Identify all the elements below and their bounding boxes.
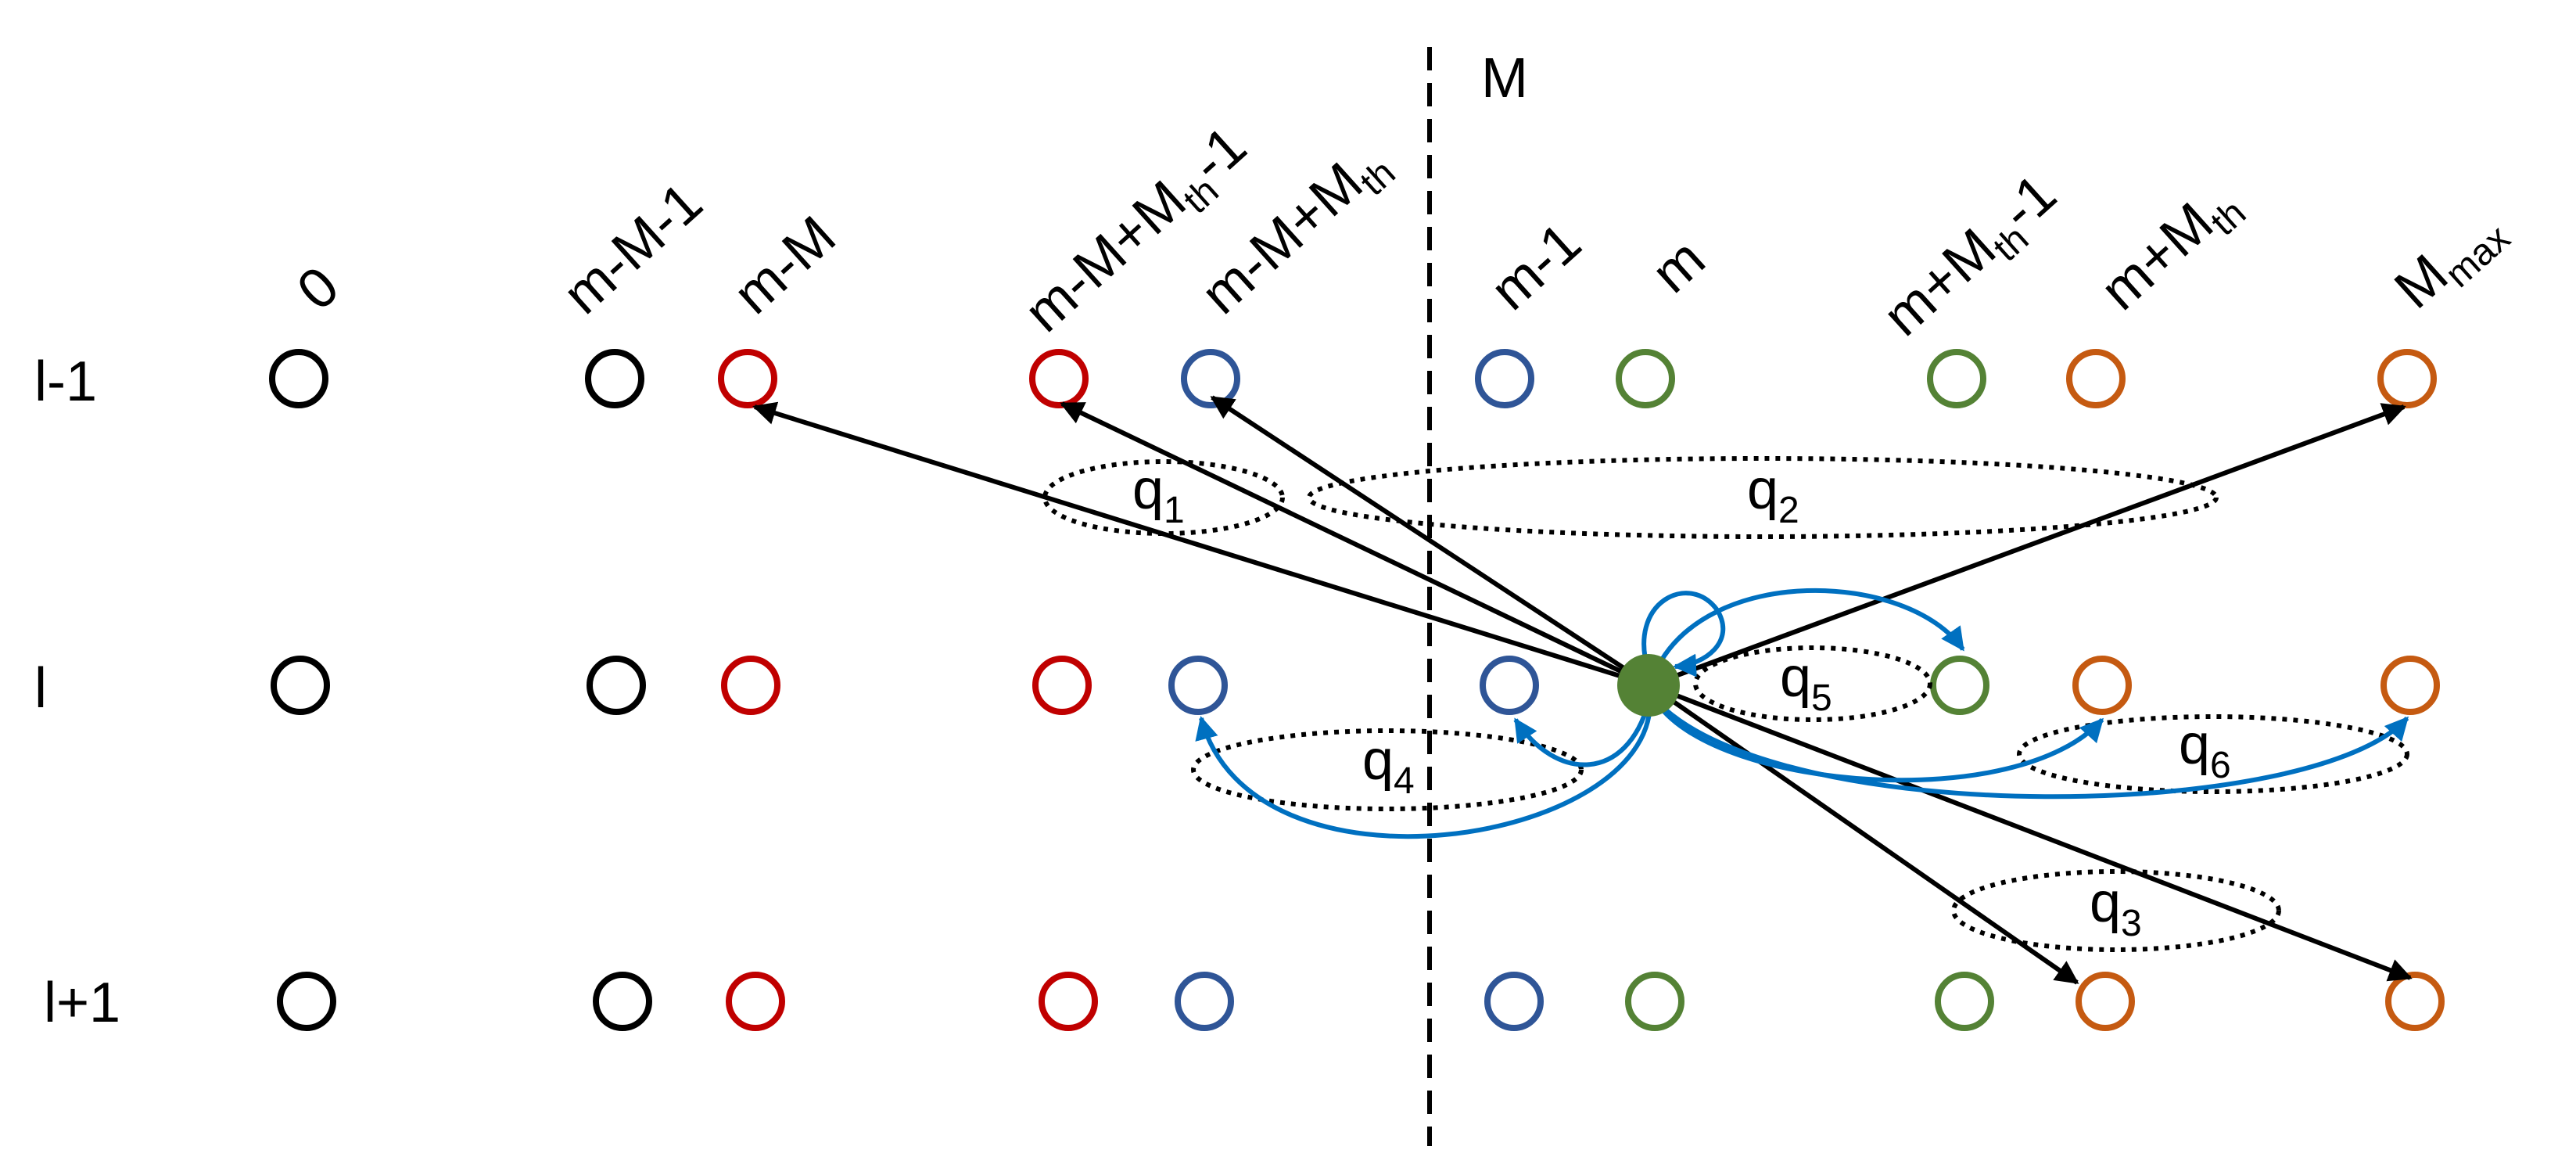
horizontal-transitions bbox=[1195, 588, 2409, 839]
state-node-mid-1 bbox=[587, 656, 646, 715]
arrow-to-top-Mmax bbox=[1649, 403, 2406, 688]
state-node-top-9 bbox=[2377, 349, 2437, 408]
arrow-to-top-m-M+Mth bbox=[1210, 395, 1652, 688]
column-label-m: m bbox=[1640, 227, 1717, 305]
row-label-mid: l bbox=[34, 657, 47, 720]
state-node-top-6 bbox=[1616, 349, 1675, 408]
group-label-q5: q5 bbox=[1780, 646, 1832, 719]
group-q6-ellipse bbox=[2017, 714, 2409, 794]
state-node-top-0 bbox=[269, 349, 328, 408]
group-label-q3: q3 bbox=[2090, 871, 2142, 944]
state-node-mid-4 bbox=[1168, 656, 1228, 715]
column-label-m-M: m-M bbox=[722, 204, 847, 326]
group-label-q6: q6 bbox=[2179, 713, 2231, 786]
arrow-to-m-M+Mth bbox=[1195, 702, 1652, 839]
group-ellipses bbox=[1042, 456, 2409, 952]
state-node-top-8 bbox=[2066, 349, 2126, 408]
current-state-node bbox=[1617, 654, 1680, 717]
arrow-to-m+Mth-1 bbox=[1652, 588, 1965, 674]
group-q4-ellipse bbox=[1191, 728, 1584, 811]
group-q5-ellipse bbox=[1693, 645, 1932, 722]
column-label-m+Mth: m+Mth bbox=[2089, 170, 2254, 329]
state-node-top-7 bbox=[1927, 349, 1986, 408]
state-node-mid-2 bbox=[721, 656, 780, 715]
state-node-top-2 bbox=[718, 349, 777, 408]
column-labels: 0 m-M-1 m-M m-M+Mth-1 m-M+Mth m-1 m m+Mt… bbox=[285, 114, 2518, 354]
group-q1-ellipse bbox=[1042, 459, 1285, 536]
group-label-q4: q4 bbox=[1362, 729, 1415, 802]
state-node-mid-7 bbox=[1930, 656, 1989, 715]
state-node-bot-7 bbox=[1935, 972, 1994, 1031]
state-node-mid-8 bbox=[2072, 656, 2132, 715]
state-node-mid-9 bbox=[2380, 656, 2440, 715]
state-node-top-3 bbox=[1029, 349, 1089, 408]
arrow-to-bot-Mmax bbox=[1649, 683, 2413, 982]
arrow-to-bot-m+Mth bbox=[1649, 683, 2079, 985]
arrow-to-top-m-M+Mth-1 bbox=[1060, 401, 1652, 688]
state-node-top-5 bbox=[1475, 349, 1534, 408]
state-node-bot-4 bbox=[1175, 972, 1234, 1031]
state-node-mid-5 bbox=[1480, 656, 1539, 715]
state-node-bot-0 bbox=[277, 972, 336, 1031]
column-label-m-M-1: m-M-1 bbox=[551, 171, 714, 326]
state-node-top-1 bbox=[585, 349, 644, 408]
state-node-bot-3 bbox=[1039, 972, 1098, 1031]
state-node-bot-9 bbox=[2385, 972, 2445, 1031]
state-nodes bbox=[269, 349, 2445, 1031]
group-label-q2: q2 bbox=[1747, 458, 1799, 531]
state-node-bot-8 bbox=[2076, 972, 2135, 1031]
state-node-mid-3 bbox=[1032, 656, 1092, 715]
vertical-transitions bbox=[752, 395, 2413, 985]
arrow-to-m+Mth bbox=[1656, 703, 2104, 783]
group-q2-ellipse bbox=[1307, 456, 2219, 539]
arrow-to-m-1 bbox=[1513, 702, 1651, 767]
column-label-m-1: m-1 bbox=[1479, 210, 1593, 322]
arrow-to-Mmax bbox=[1656, 700, 2409, 800]
row-label-top: l-1 bbox=[34, 350, 97, 413]
column-label-0: 0 bbox=[285, 255, 350, 322]
state-node-bot-2 bbox=[726, 972, 785, 1031]
arrow-to-top-m-M bbox=[752, 401, 1651, 688]
state-node-bot-1 bbox=[593, 972, 652, 1031]
row-labels: l-1 l l+1 bbox=[34, 350, 120, 1034]
state-node-bot-6 bbox=[1625, 972, 1684, 1031]
boundary-label: M bbox=[1481, 47, 1528, 110]
group-label-q1: q1 bbox=[1132, 458, 1185, 531]
arrow-self-loop bbox=[1641, 591, 1726, 677]
state-node-top-4 bbox=[1181, 349, 1240, 408]
state-node-mid-0 bbox=[271, 656, 330, 715]
row-label-bot: l+1 bbox=[44, 972, 120, 1034]
column-label-m+Mth-1: m+Mth-1 bbox=[1871, 162, 2074, 354]
state-node-bot-5 bbox=[1484, 972, 1544, 1031]
column-label-Mmax: Mmax bbox=[2383, 196, 2518, 327]
group-labels: q1 q2 q5 q4 q6 q3 bbox=[1132, 458, 2231, 944]
group-q3-ellipse bbox=[1951, 869, 2281, 952]
